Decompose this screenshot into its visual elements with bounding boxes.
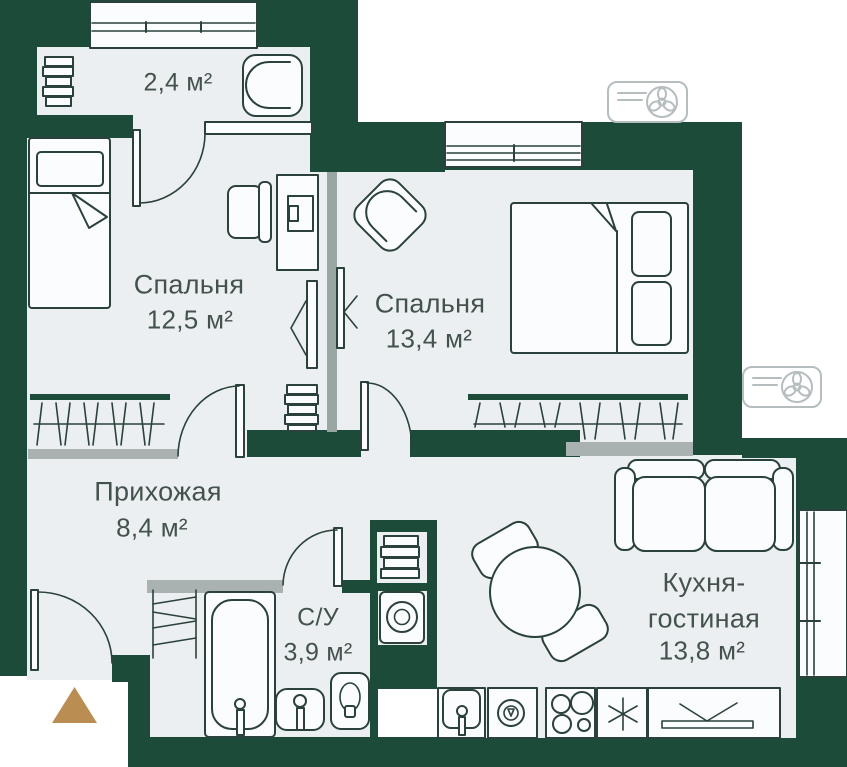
wall-right-column	[793, 438, 847, 767]
bathroom-name-label: С/У	[297, 603, 339, 632]
shelf-niche-floor	[377, 532, 427, 583]
bedroom2-area-label: 13,4 м²	[385, 323, 473, 354]
wall-balcony-bottom	[0, 115, 133, 138]
wall-bedroom1-bottom-b	[410, 430, 580, 457]
washer-niche-floor	[377, 591, 427, 645]
wall-left	[0, 0, 27, 676]
wall-corridor	[427, 528, 437, 689]
wall-bedroom2-right	[693, 122, 742, 455]
wall-bedroom1-bottom-a	[247, 430, 361, 457]
bedroom1-name-label: Спальня	[133, 269, 245, 300]
bathroom-area-label: 3,9 м²	[283, 638, 353, 667]
air-conditioner-icon-2	[742, 366, 822, 408]
partition-bedrooms	[327, 172, 337, 432]
wall-niche-mid	[377, 583, 427, 591]
hallway-name-label: Прихожая	[94, 476, 222, 507]
wall-niche-left	[370, 530, 377, 586]
wall-kitchen-top-band	[742, 438, 847, 458]
wall-bathroom-door-jamb	[342, 580, 370, 593]
hallway-floor	[27, 457, 437, 590]
sill-hall-wardrobe	[28, 449, 178, 459]
wall-bathroom-top	[147, 580, 283, 593]
wall-bathroom-left	[128, 660, 150, 767]
kitchen-area-label: 13,8 м²	[658, 635, 746, 666]
hallway-area-label: 8,4 м²	[116, 512, 188, 543]
air-conditioner-icon-1	[607, 81, 688, 123]
entrance-marker-icon	[52, 687, 97, 723]
bedroom1-area-label: 12,5 м²	[146, 304, 234, 335]
wall-niche-low	[377, 645, 427, 689]
kitchen-name-line2-label: гостиная	[647, 603, 761, 634]
wall-bottom-strip	[128, 737, 847, 767]
kitchen-name-line1-label: Кухня-	[662, 567, 746, 598]
wall-bathroom-right	[370, 585, 378, 738]
bedroom2-name-label: Спальня	[374, 288, 486, 319]
wall-niche-top	[370, 520, 437, 532]
balcony-area-label: 2,4 м²	[143, 68, 213, 97]
sill-bedroom2-wardrobe	[566, 442, 693, 456]
